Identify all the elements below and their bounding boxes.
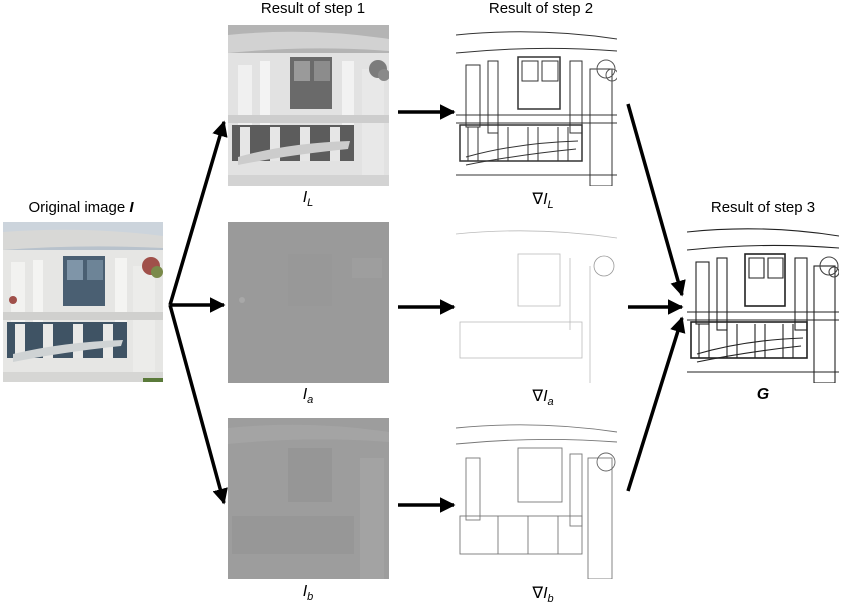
a-channel-image bbox=[228, 222, 389, 383]
original-image bbox=[3, 222, 163, 382]
arrow-b-gradient-to-combined bbox=[626, 316, 686, 492]
a-channel-symbol-base: I bbox=[302, 386, 308, 403]
lightness-gradient-symbol-sub: L bbox=[547, 199, 554, 212]
arrow-lightness-gradient-to-combined bbox=[626, 103, 686, 297]
combined-gradient-image bbox=[687, 222, 839, 383]
step2-header: Result of step 2 bbox=[488, 0, 594, 17]
b-gradient-symbol-sub: b bbox=[547, 593, 554, 606]
a-gradient-symbol-base: ∇I bbox=[532, 388, 548, 405]
original-image-label: Original image I bbox=[0, 199, 162, 216]
combined-gradient-symbol-base: G bbox=[756, 386, 770, 403]
lightness-gradient-image bbox=[456, 25, 617, 186]
b-gradient-symbol: ∇Ib bbox=[518, 583, 568, 605]
lightness-symbol-sub: L bbox=[307, 197, 314, 210]
original-image-symbol: I bbox=[129, 199, 134, 216]
arrow-original-to-lightness bbox=[168, 120, 228, 306]
b-channel-image bbox=[228, 418, 389, 579]
original-image-text: Original image bbox=[28, 199, 130, 216]
lightness-channel-image bbox=[228, 25, 389, 186]
b-gradient-symbol-base: ∇I bbox=[532, 585, 548, 602]
a-gradient-symbol-sub: a bbox=[547, 396, 554, 409]
a-gradient-image bbox=[456, 222, 617, 383]
b-channel-symbol-base: I bbox=[302, 583, 308, 600]
b-channel-symbol-sub: b bbox=[307, 591, 314, 604]
b-gradient-image bbox=[456, 418, 617, 579]
a-gradient-symbol: ∇Ia bbox=[518, 386, 568, 408]
step3-header: Result of step 3 bbox=[710, 199, 816, 216]
a-channel-symbol: Ia bbox=[288, 386, 328, 406]
lightness-symbol: IL bbox=[288, 189, 328, 209]
combined-gradient-symbol: G bbox=[743, 386, 783, 404]
lightness-gradient-symbol-base: ∇I bbox=[532, 191, 548, 208]
arrow-original-to-b bbox=[168, 304, 228, 505]
lightness-gradient-symbol: ∇IL bbox=[518, 189, 568, 211]
b-channel-symbol: Ib bbox=[288, 583, 328, 603]
lightness-symbol-base: I bbox=[302, 189, 308, 206]
a-channel-symbol-sub: a bbox=[307, 394, 314, 407]
step1-header: Result of step 1 bbox=[260, 0, 366, 17]
